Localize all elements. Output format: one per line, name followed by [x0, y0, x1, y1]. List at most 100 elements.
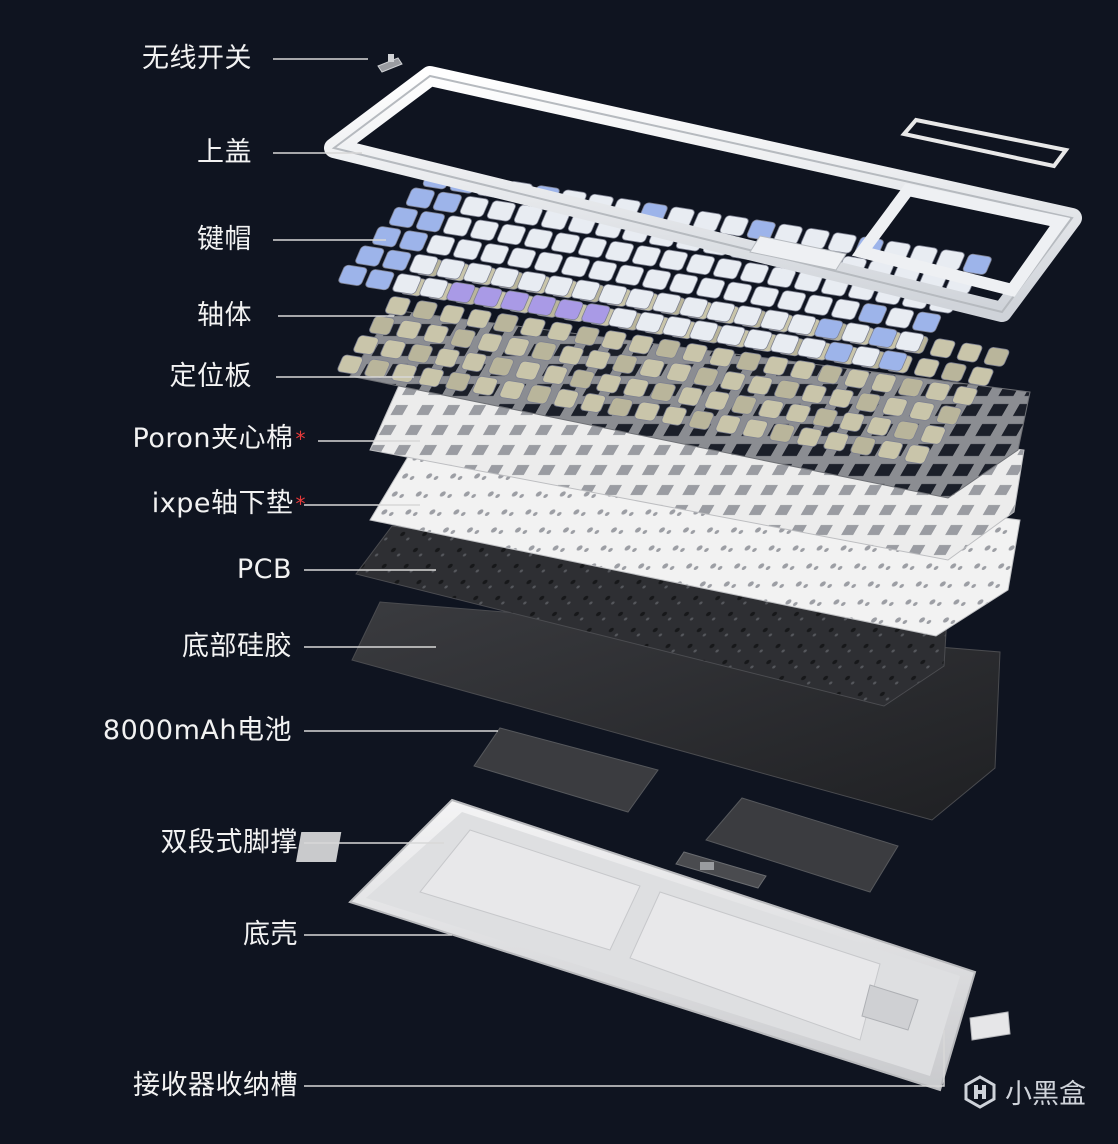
keycap — [659, 249, 688, 271]
keycap — [885, 307, 915, 329]
keycap — [571, 279, 601, 301]
label-ixpe-pad: ixpe轴下垫* — [151, 488, 306, 519]
switch — [936, 405, 962, 426]
switch — [655, 338, 681, 359]
switch — [547, 321, 573, 342]
keycap — [743, 329, 773, 351]
switch — [844, 368, 870, 389]
switch — [450, 328, 476, 349]
keycap — [632, 245, 661, 267]
switch — [801, 384, 827, 404]
switch — [828, 388, 854, 408]
keycap — [912, 311, 942, 333]
switch — [785, 403, 811, 424]
switch — [558, 345, 584, 366]
switch — [904, 444, 930, 465]
keycap — [841, 322, 871, 344]
keycap — [746, 219, 776, 241]
keycap — [777, 290, 807, 312]
switch — [574, 326, 600, 346]
switch — [520, 317, 546, 338]
switch — [769, 423, 795, 443]
switch — [493, 313, 519, 333]
keycap — [588, 260, 618, 282]
switch — [850, 435, 876, 456]
keycap — [443, 215, 472, 237]
keycap — [858, 303, 888, 325]
switch — [423, 324, 449, 344]
keycap — [338, 264, 368, 286]
switch — [488, 356, 514, 377]
keycap — [827, 232, 857, 254]
switch — [929, 338, 956, 359]
label-receiver-slot: 接收器收纳槽 — [133, 1070, 298, 1101]
label-feet: 双段式脚撑 — [160, 827, 298, 858]
switch — [369, 315, 395, 336]
keycap — [551, 232, 580, 254]
switch — [515, 360, 541, 381]
keycap — [372, 226, 402, 248]
keycap — [446, 281, 476, 303]
switch — [817, 364, 843, 385]
keycap — [581, 303, 611, 325]
switch — [855, 392, 881, 413]
switch — [477, 332, 503, 353]
switch — [704, 390, 730, 411]
switch — [639, 358, 665, 379]
switch — [634, 401, 660, 422]
keycap — [662, 316, 692, 338]
switch — [553, 388, 579, 409]
keycap — [962, 253, 992, 275]
switch — [542, 365, 568, 385]
keycap — [405, 187, 435, 209]
switch — [940, 362, 967, 382]
keycap — [463, 262, 493, 284]
keycap — [355, 245, 385, 267]
switch — [877, 440, 903, 460]
leader-line-receiver-slot — [304, 1030, 945, 1087]
switch — [774, 379, 800, 400]
keycap — [470, 219, 499, 241]
switch — [682, 343, 708, 363]
keycap — [635, 311, 665, 333]
switch — [796, 427, 822, 447]
switch — [920, 424, 946, 445]
keycap — [679, 296, 709, 318]
keycap — [713, 258, 742, 280]
keycap — [578, 236, 607, 258]
keycap — [787, 313, 817, 335]
keycap — [814, 318, 844, 340]
leader-lines — [273, 58, 945, 1087]
switch — [742, 418, 768, 439]
switch — [967, 366, 994, 387]
label-poron-foam: Poron夹心棉* — [132, 423, 306, 454]
switch — [812, 407, 838, 428]
top-cover-part — [324, 66, 1082, 322]
switch — [677, 386, 703, 407]
keycap — [696, 277, 726, 299]
keycap — [409, 254, 439, 276]
switch — [823, 431, 849, 452]
switch — [666, 362, 692, 383]
switch — [758, 399, 784, 419]
feet-part — [675, 851, 767, 889]
keycap — [723, 281, 753, 303]
keycap — [760, 309, 790, 331]
battery-part — [473, 727, 899, 893]
keycap — [554, 299, 584, 321]
switch — [925, 381, 951, 402]
keycap — [436, 258, 466, 280]
asterisk-mark: * — [295, 427, 306, 451]
keycap — [831, 298, 861, 320]
switch — [434, 347, 460, 368]
switch — [650, 382, 676, 402]
switch — [585, 349, 611, 370]
keycap — [719, 215, 749, 237]
switch — [763, 356, 789, 376]
switch — [499, 380, 525, 400]
keycap — [480, 243, 510, 265]
switch — [952, 386, 978, 406]
keycap — [868, 326, 898, 348]
bottom-case-part — [296, 798, 1011, 1092]
switch — [569, 369, 595, 389]
